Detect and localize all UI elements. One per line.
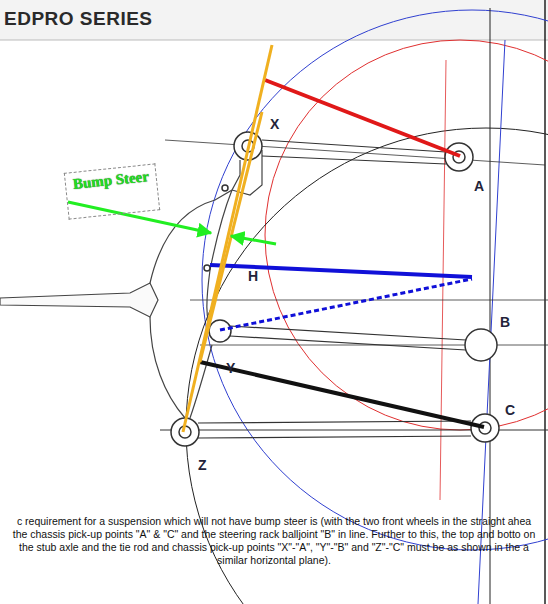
point-label: B: [500, 314, 510, 330]
point-label: H: [248, 268, 258, 284]
header-bar-part: [0, 0, 548, 40]
point-label: C: [505, 402, 515, 418]
construction-circles-part: [490, 8, 491, 604]
construction-circles-part: [265, 40, 548, 430]
point-label: X: [270, 116, 279, 132]
chassis-lines-part: [165, 140, 545, 165]
stub-axle-part: [150, 317, 185, 418]
geometry-lines-part: [220, 279, 472, 330]
bump-steer-arrows: [68, 202, 276, 244]
geometry-lines-part: [183, 45, 272, 432]
construction-circles-part: [202, 10, 548, 550]
header-bar-part: [544, 0, 546, 604]
ball-joints-part: [471, 414, 499, 442]
bump-steer-arrows-part: [231, 236, 276, 244]
wishbones-part: [198, 436, 471, 438]
point-label: Y: [226, 360, 235, 376]
ball-joints-part: [222, 185, 228, 191]
geometry-lines: [183, 45, 484, 432]
geometry-lines-part: [265, 80, 460, 156]
wishbones-part: [230, 336, 466, 350]
point-label: Z: [198, 457, 207, 473]
callout-text: Bump Steer: [72, 167, 156, 193]
caption-text: c requirement for a suspension which wil…: [10, 515, 538, 567]
stub-axle-part: [0, 283, 158, 317]
geometry-lines-part: [200, 362, 484, 427]
construction-circles: [186, 8, 548, 604]
construction-circles-part: [440, 60, 446, 500]
wishbones-part: [198, 421, 471, 423]
ball-joints-part: [465, 329, 497, 361]
bump-steer-arrows-part: [68, 202, 211, 233]
callout-box: Bump Steer: [64, 163, 160, 219]
ball-joints: [171, 132, 499, 446]
series-title: EDPRO SERIES: [4, 8, 153, 30]
wishbones-part: [262, 156, 446, 164]
ball-joints-part: [209, 320, 231, 342]
point-label: A: [474, 178, 484, 194]
ball-joints-part: [204, 265, 210, 271]
stub-axle: [0, 150, 262, 418]
